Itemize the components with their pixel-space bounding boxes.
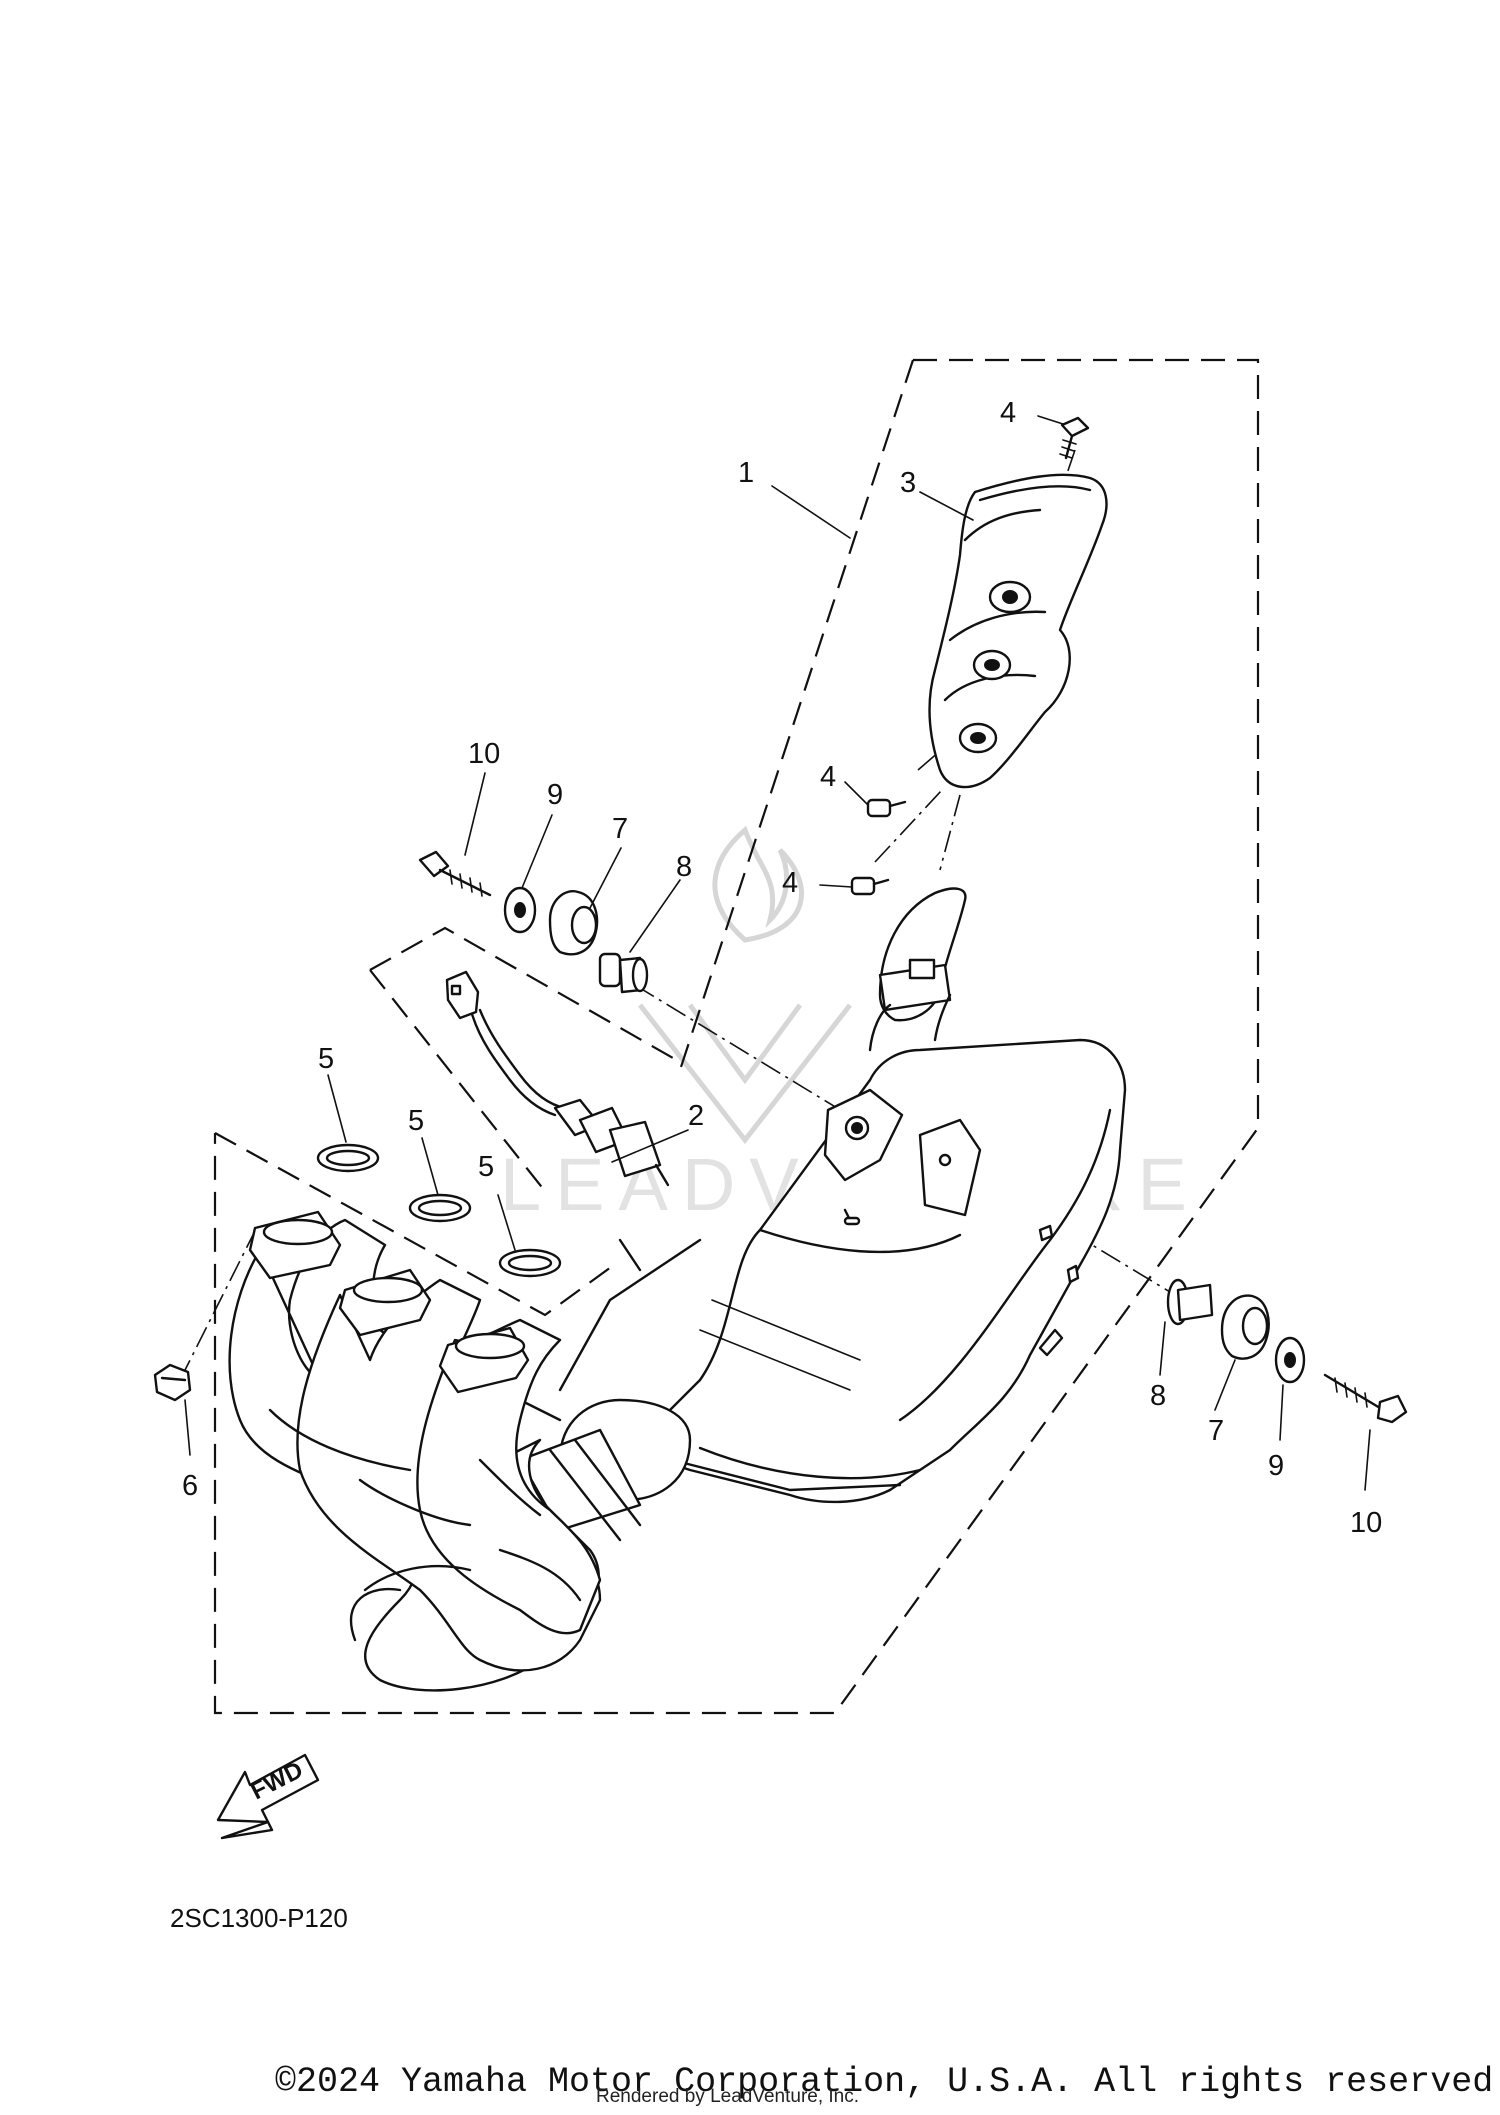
callout-1: 1 (738, 457, 754, 489)
screw-4-top (1059, 416, 1090, 460)
diagram-code: 2SC1300-P120 (170, 1903, 348, 1933)
callout-9-right: 9 (1268, 1450, 1284, 1482)
leader-lines (184, 415, 1371, 1491)
callout-10-right: 10 (1350, 1507, 1382, 1539)
callout-labels: 1 2 3 4 4 4 5 5 5 6 7 7 8 8 9 9 10 10 (182, 397, 1382, 1539)
callout-7-left: 7 (612, 813, 628, 845)
sensor-connector (445, 970, 480, 1020)
gasket-5-a (316, 1143, 380, 1173)
washer-9-left (503, 886, 537, 934)
callout-5-a: 5 (318, 1043, 334, 1075)
collar-8-right (1166, 1278, 1214, 1326)
center-line-nut (179, 1224, 259, 1381)
callout-4-low: 4 (782, 867, 798, 899)
callout-9-left: 9 (547, 779, 563, 811)
oxygen-sensor (445, 970, 670, 1187)
center-line-bolt-low (874, 789, 943, 863)
center-line-cover-down (939, 794, 961, 871)
gasket-group-boundary (214, 1132, 619, 1317)
sensor-group-boundary (369, 926, 681, 1063)
callout-7-right: 7 (1208, 1415, 1224, 1447)
gasket-5-c (498, 1248, 562, 1278)
callout-5-b: 5 (408, 1105, 424, 1137)
callout-2: 2 (688, 1100, 704, 1132)
callout-8-right: 8 (1150, 1380, 1166, 1412)
forward-direction-arrow: FWD (216, 1753, 320, 1840)
flange-nut-6 (153, 1363, 192, 1402)
gasket-5-b (408, 1193, 472, 1223)
exhaust-header-pipes (228, 1210, 602, 1692)
muffler-protector (928, 473, 1108, 789)
copyright-notice: ©2024 Yamaha Motor Corporation, U.S.A. A… (275, 2062, 1500, 2102)
rendered-by-credit: Rendered by LeadVenture, Inc. (596, 2086, 860, 2107)
screw-4-low (850, 876, 890, 896)
callout-4-mid: 4 (820, 761, 836, 793)
callout-3: 3 (900, 467, 916, 499)
callout-8-left: 8 (676, 851, 692, 883)
screw-4-mid (866, 798, 907, 818)
front-mount-bracket (918, 1118, 982, 1217)
bolt-10-right (1323, 1373, 1408, 1424)
callout-5-c: 5 (478, 1151, 494, 1183)
center-line-rear-mount (634, 984, 866, 1126)
bolt-10-left (418, 850, 492, 897)
sensor-group-boundary-left (369, 969, 549, 1196)
damper-7-left (548, 890, 599, 956)
assembly-1-boundary-inner (678, 359, 915, 1071)
collar-8-left (598, 952, 649, 994)
damper-7-right (1220, 1294, 1270, 1360)
callout-10-left: 10 (468, 738, 500, 770)
muffler-assembly (518, 887, 1127, 1542)
callout-4-top: 4 (1000, 397, 1016, 429)
washer-9-right (1274, 1336, 1306, 1384)
callout-6: 6 (182, 1470, 198, 1502)
